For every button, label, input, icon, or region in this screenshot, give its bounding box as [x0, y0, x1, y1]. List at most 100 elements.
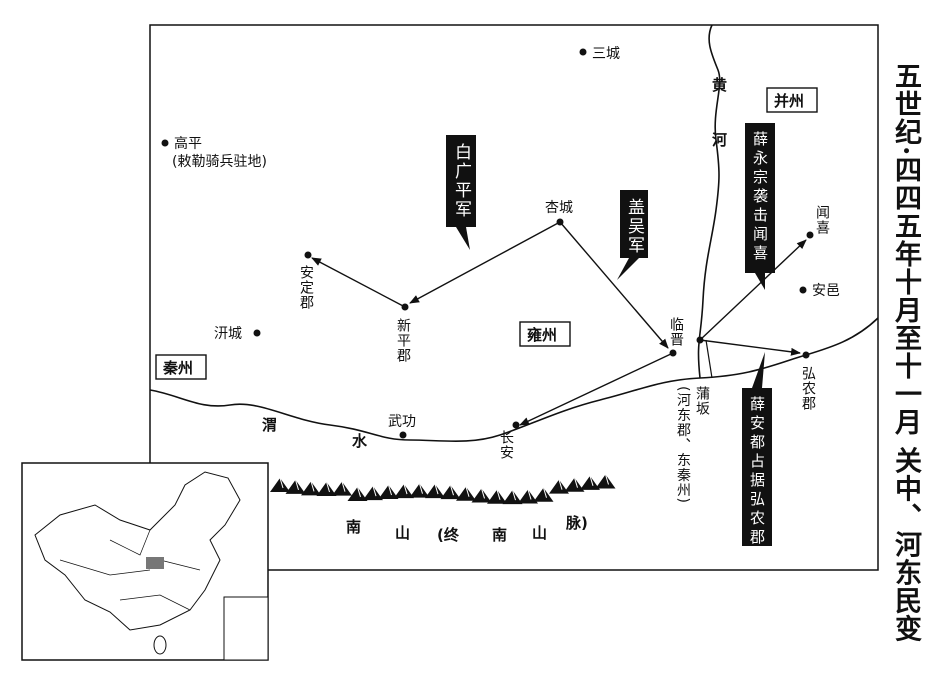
mountain-peak	[502, 490, 523, 505]
yellow-river-label: 河	[712, 131, 727, 149]
place-dot	[802, 351, 810, 359]
mountain-peak	[270, 478, 290, 492]
map-frame	[149, 24, 879, 571]
mountain-peak	[456, 486, 476, 501]
place-label: 杏城	[545, 200, 573, 216]
banner	[745, 123, 775, 273]
mountain-highlight	[574, 477, 578, 488]
region-label: 雍州	[527, 326, 557, 344]
mountain-highlight	[605, 474, 609, 485]
mountain-peak	[440, 485, 461, 500]
mountain-label: 山	[532, 524, 547, 542]
mountain-peak	[409, 483, 430, 498]
place-label: (河东郡、东秦州)	[675, 386, 691, 504]
puban-road	[705, 339, 713, 379]
mountain-highlight	[589, 475, 594, 486]
region-box	[766, 87, 818, 113]
place-dot	[512, 421, 520, 429]
china-outline	[34, 471, 241, 631]
mountain-highlight	[481, 488, 485, 499]
map-title: 五世纪·四四五年十月至十一月 关中、河东民变	[890, 62, 921, 643]
place-label: 长安	[498, 430, 514, 460]
banner-label: 白广平军	[451, 143, 472, 219]
mountain-peak	[580, 475, 600, 490]
mountain-peak	[347, 486, 368, 501]
mountain-highlight	[388, 484, 392, 496]
place-dot	[161, 139, 169, 147]
mountain-highlight	[434, 483, 439, 495]
place-label: 高平	[174, 135, 202, 152]
banner	[742, 388, 772, 546]
banner-pointer	[752, 352, 765, 388]
mountain-highlight	[450, 485, 454, 496]
inset-china-map	[21, 462, 269, 661]
mountain-peak	[549, 479, 569, 494]
mountain-highlight	[527, 489, 532, 500]
hainan-island	[153, 635, 167, 655]
mountain-peak	[332, 481, 352, 496]
mountain-highlight	[543, 487, 547, 498]
march-arrow	[409, 221, 561, 304]
place-label: 三城	[592, 46, 620, 62]
zhongnan-mountains	[270, 474, 616, 505]
place-label: 新平郡	[395, 318, 411, 363]
mountain-highlight	[326, 481, 330, 493]
banner-label: 薛安都占据弘农郡	[748, 396, 766, 548]
mountain-peak	[533, 487, 554, 502]
mountain-highlight	[496, 489, 501, 500]
banner-pointer	[456, 227, 470, 250]
mountain-peak	[518, 489, 538, 504]
mountain-highlight	[295, 479, 299, 491]
mountain-peak	[425, 484, 445, 499]
banner-label: 薛永宗袭击闻喜	[751, 131, 769, 264]
march-arrow	[699, 339, 801, 356]
march-arrow	[519, 352, 674, 426]
mountain-highlight	[419, 483, 423, 494]
place-dot	[579, 48, 587, 56]
region-label: 秦州	[162, 359, 193, 377]
place-dot	[806, 231, 814, 239]
region-label: 并州	[774, 92, 804, 110]
banner-pointer	[617, 258, 639, 280]
mountain-peak	[316, 481, 337, 496]
banner	[446, 135, 476, 227]
wei-river-label: 渭	[262, 416, 277, 434]
mountain-highlight	[341, 481, 346, 492]
mountain-highlight	[403, 483, 408, 495]
mountain-label: (终	[437, 526, 460, 544]
place-dot	[556, 218, 564, 226]
march-arrow	[559, 221, 669, 349]
mountain-label: 南	[492, 526, 507, 544]
mountain-peak	[301, 481, 321, 496]
banner	[620, 190, 648, 258]
region-box	[519, 321, 571, 347]
place-label: 安邑	[812, 283, 840, 299]
place-label: 蒲坂	[694, 386, 710, 416]
place-label: 汧城	[214, 326, 242, 342]
place-dot	[401, 303, 409, 311]
wei-river-label: 水	[352, 432, 368, 450]
place-label: 弘农郡	[800, 366, 816, 411]
place-label: 武功	[388, 414, 416, 430]
highlighted-region	[146, 557, 164, 569]
mountain-highlight	[279, 477, 284, 489]
mountain-label: 南	[346, 518, 361, 536]
south-china-sea-inset	[223, 596, 269, 661]
place-dot	[799, 286, 807, 294]
mountain-highlight	[357, 486, 361, 498]
place-dot	[399, 431, 407, 439]
place-label: 安定郡	[298, 265, 314, 310]
mountain-highlight	[465, 486, 470, 497]
yellow-river	[697, 24, 721, 379]
mountain-highlight	[558, 479, 563, 490]
march-arrow	[699, 239, 807, 341]
mountain-label: 脉)	[565, 514, 588, 532]
mountain-peak	[595, 474, 616, 489]
place-label: 闻喜	[814, 205, 830, 235]
march-arrow	[311, 257, 406, 308]
place-label: 临晋	[668, 317, 684, 347]
mountain-peak	[487, 489, 507, 504]
mountain-peak	[564, 477, 585, 492]
mountain-peak	[394, 484, 414, 499]
